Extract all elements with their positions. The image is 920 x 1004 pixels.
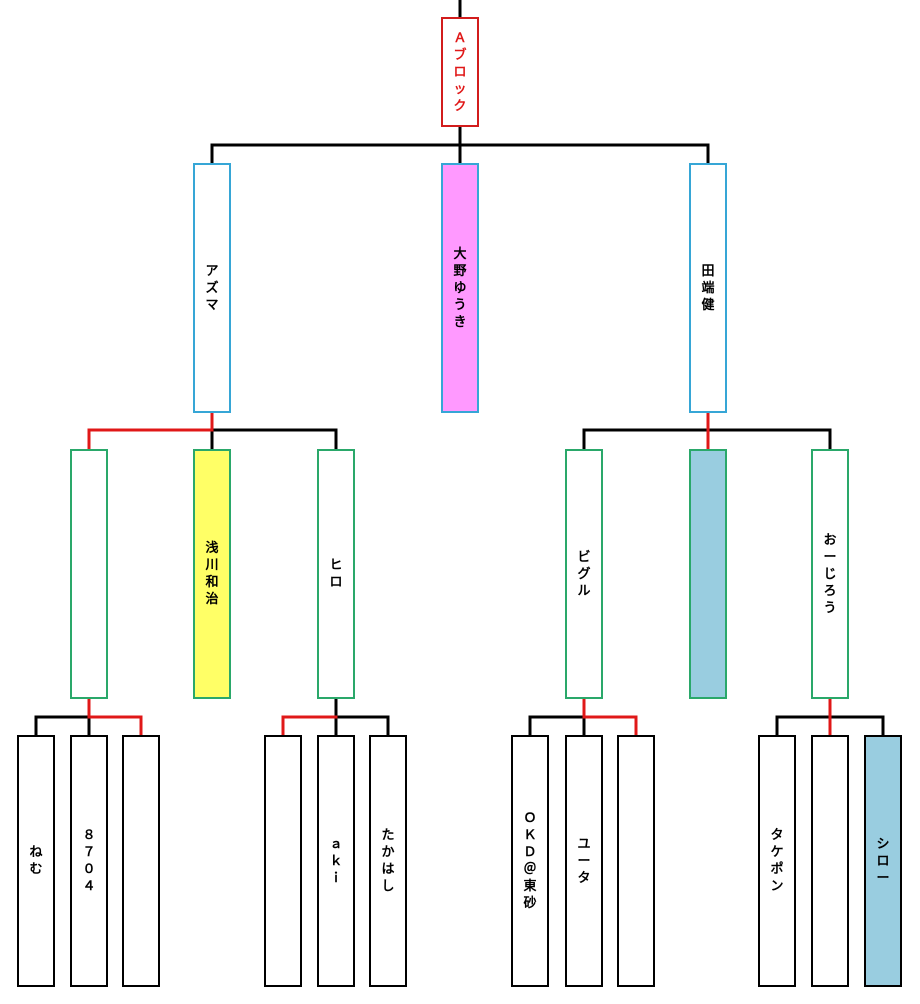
block-title-box: Ａブロック (441, 17, 479, 127)
line-g1-red (87, 695, 143, 738)
player-name: タケポン (770, 828, 784, 894)
player-name: ８７０４ (82, 828, 96, 894)
player-name: ねむ (29, 845, 43, 877)
semifinal-slot: おーじろう (811, 449, 849, 699)
first-round-slot: たかはし (369, 735, 407, 987)
first-round-slot: ユータ (565, 735, 603, 987)
semifinal-slot-highlight: 浅川和治 (193, 449, 231, 699)
player-name: シロー (876, 836, 890, 886)
player-name: 大野ゆうき (453, 246, 467, 330)
semifinal-slot: ヒロ (317, 449, 355, 699)
player-name: ＯＫＤ＠東砂 (523, 811, 537, 911)
line-semi-left-red (87, 410, 214, 452)
first-round-slot (122, 735, 160, 987)
player-name: たかはし (381, 828, 395, 894)
line-final-black (210, 124, 710, 166)
first-round-slot (264, 735, 302, 987)
final-slot: 田端 健 (689, 163, 728, 413)
first-round-slot: ねむ (17, 735, 55, 987)
first-round-slot-highlight: シロー (864, 735, 902, 987)
player-name: 田端 健 (701, 263, 728, 313)
first-round-slot: ８７０４ (70, 735, 108, 987)
player-name: ユータ (577, 836, 591, 886)
line-g4-black (775, 715, 885, 738)
line-g3-red (582, 695, 638, 738)
first-round-slot: タケポン (758, 735, 796, 987)
player-name: ａｋｉ (329, 836, 343, 886)
semifinal-slot (70, 449, 108, 699)
first-round-slot (811, 735, 849, 987)
first-round-slot (617, 735, 655, 987)
semifinal-slot: ビグル (565, 449, 603, 699)
final-slot: アズマ (193, 163, 231, 413)
player-name: ヒロ (329, 558, 343, 590)
line-semi-right-black (582, 428, 832, 452)
line-g2-red (281, 715, 338, 738)
block-title: Ａブロック (453, 30, 467, 114)
first-round-slot: ＯＫＤ＠東砂 (511, 735, 549, 987)
player-name: アズマ (205, 263, 219, 313)
player-name: 浅川和治 (205, 541, 219, 607)
first-round-slot: ａｋｉ (317, 735, 355, 987)
player-name: ビグル (577, 549, 591, 599)
line-g1-black (34, 715, 91, 738)
final-slot-highlight: 大野ゆうき (441, 163, 479, 413)
player-name: おーじろう (823, 532, 837, 616)
semifinal-slot-highlight (689, 449, 727, 699)
line-g3-black (528, 715, 586, 738)
line-g2-black (334, 695, 390, 738)
line-semi-left-black (210, 428, 338, 452)
